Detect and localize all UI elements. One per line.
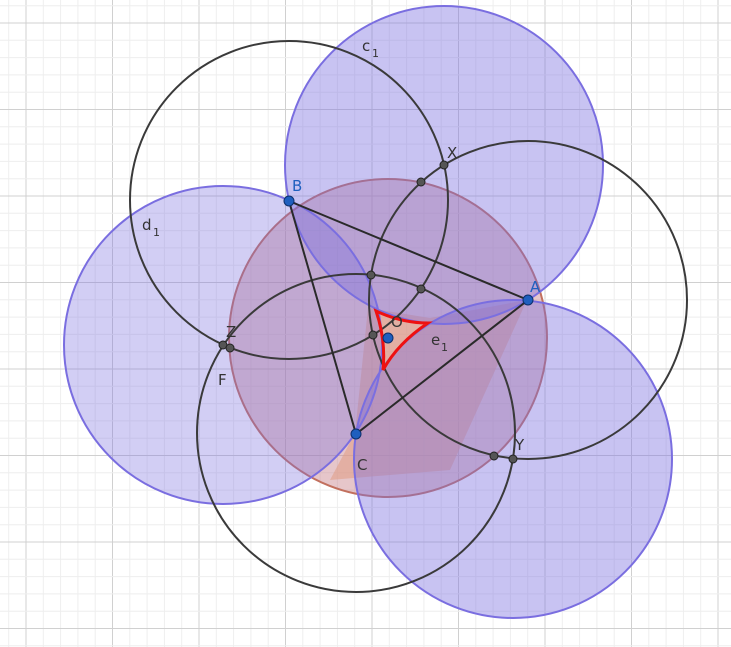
aux-point[interactable]: [368, 330, 378, 340]
aux-point[interactable]: [439, 160, 449, 170]
aux-point[interactable]: [416, 284, 426, 294]
main-points: [283, 195, 534, 440]
red-curve-triangle: [373, 308, 433, 371]
aux-point[interactable]: [489, 451, 499, 461]
label-e1: e: [431, 331, 440, 349]
label-f: F: [218, 371, 227, 389]
aux-point[interactable]: [366, 270, 376, 280]
point-a[interactable]: [522, 294, 534, 306]
dark-circle-right: [368, 140, 688, 460]
aux-point[interactable]: [416, 177, 426, 187]
label-b: B: [292, 177, 302, 195]
label-a: A: [530, 278, 541, 296]
dark-circle-bottom: [196, 273, 516, 593]
point-c[interactable]: [350, 428, 362, 440]
dark-circle-top-left: [129, 40, 449, 360]
label-d1-sub: 1: [153, 226, 160, 239]
label-z: Z: [226, 323, 236, 341]
label-o: O: [391, 313, 403, 331]
auxiliary-points: [218, 160, 518, 464]
label-c1-sub: 1: [372, 47, 379, 60]
label-c: C: [357, 456, 367, 474]
label-e1-sub: 1: [441, 341, 448, 354]
triangle-abc: [287, 199, 530, 436]
orange-region-group: [330, 300, 527, 480]
label-x: X: [447, 144, 457, 162]
label-y: Y: [514, 436, 525, 454]
point-o[interactable]: [382, 332, 394, 344]
aux-point[interactable]: [508, 454, 518, 464]
label-d1: d: [142, 216, 152, 234]
label-c1: c: [362, 37, 370, 55]
orange-region: [330, 300, 527, 480]
point-b[interactable]: [283, 195, 295, 207]
aux-point[interactable]: [225, 343, 235, 353]
